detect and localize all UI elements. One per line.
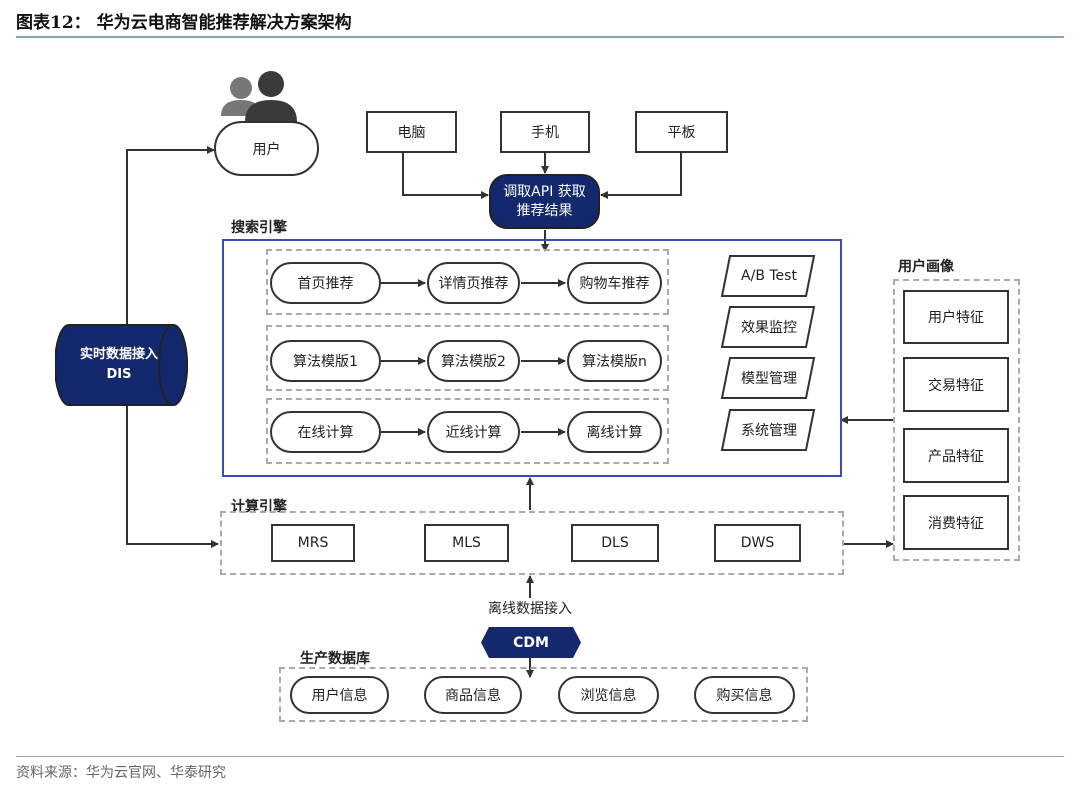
algorithm-template-2: 算法模版2: [427, 340, 520, 382]
effect-monitor: 效果监控: [741, 320, 797, 336]
top-rule: [16, 36, 1064, 38]
compute-dls: DLS: [571, 524, 659, 562]
compute-engine-group: [220, 511, 844, 575]
compute-dws: DWS: [714, 524, 801, 562]
transaction-feature: 交易特征: [903, 357, 1009, 412]
cart-recommend: 购物车推荐: [567, 262, 662, 304]
user-profile-group: [893, 279, 1020, 561]
device-tablet: 平板: [635, 111, 728, 153]
effect-monitor-shape: [720, 306, 816, 348]
arrow-tablet-to-api: [600, 150, 682, 199]
product-feature: 产品特征: [903, 428, 1009, 483]
ab-test-shape: [720, 255, 816, 297]
algorithm-template-n: 算法模版n: [567, 340, 662, 382]
bottom-rule: [16, 756, 1064, 757]
user-profile-label: 用户画像: [898, 259, 954, 275]
online-compute: 在线计算: [270, 411, 381, 453]
db-purchase-info: 购买信息: [694, 676, 795, 714]
dis-line-2: DIS: [106, 367, 132, 382]
algorithm-template-1: 算法模版1: [270, 340, 381, 382]
dis-cylinder: [55, 324, 188, 406]
compute-mls: MLS: [424, 524, 509, 562]
nearline-compute: 近线计算: [427, 411, 520, 453]
db-product-info: 商品信息: [424, 676, 522, 714]
offline-compute: 离线计算: [567, 411, 662, 453]
db-user-info: 用户信息: [290, 676, 389, 714]
figure-title: 图表12： 华为云电商智能推荐解决方案架构: [16, 13, 352, 33]
user-group-icon: [221, 71, 297, 122]
device-pc: 电脑: [366, 111, 457, 153]
search-engine-label: 搜索引擎: [231, 220, 287, 236]
user-feature: 用户特征: [903, 290, 1009, 344]
device-phone: 手机: [500, 111, 590, 153]
system-manage-shape: [720, 409, 816, 451]
algorithm-row-group: [266, 325, 669, 391]
arrow-pc-to-api: [402, 150, 489, 199]
system-manage: 系统管理: [741, 423, 797, 439]
arrow-dis-to-user: [126, 146, 215, 324]
consumption-feature: 消费特征: [903, 495, 1009, 550]
detail-recommend: 详情页推荐: [427, 262, 520, 304]
source-note: 资料来源：华为云官网、华泰研究: [16, 765, 226, 781]
api-call-node: 调取API 获取 推荐结果: [489, 174, 600, 229]
cdm-node: CDM: [481, 627, 581, 658]
home-recommend: 首页推荐: [270, 262, 381, 304]
ab-test: A/B Test: [741, 268, 797, 284]
search-engine-box: [222, 239, 842, 477]
dis-label: 实时数据接入 DIS: [64, 340, 174, 390]
recommend-row-group: [266, 249, 669, 315]
api-line-2: 推荐结果: [516, 202, 573, 219]
production-db-group: [279, 667, 808, 722]
db-browse-info: 浏览信息: [558, 676, 659, 714]
model-manage-shape: [720, 357, 816, 399]
api-line-1: 调取API 获取: [503, 183, 586, 200]
production-db-label: 生产数据库: [300, 651, 370, 667]
user-node: 用户: [214, 121, 319, 176]
dis-line-1: 实时数据接入: [79, 347, 158, 362]
arrow-dis-to-compute: [126, 405, 219, 548]
compute-mode-row-group: [266, 398, 669, 464]
model-manage: 模型管理: [741, 371, 797, 387]
compute-mrs: MRS: [271, 524, 355, 562]
offline-ingest-label: 离线数据接入: [488, 601, 572, 617]
